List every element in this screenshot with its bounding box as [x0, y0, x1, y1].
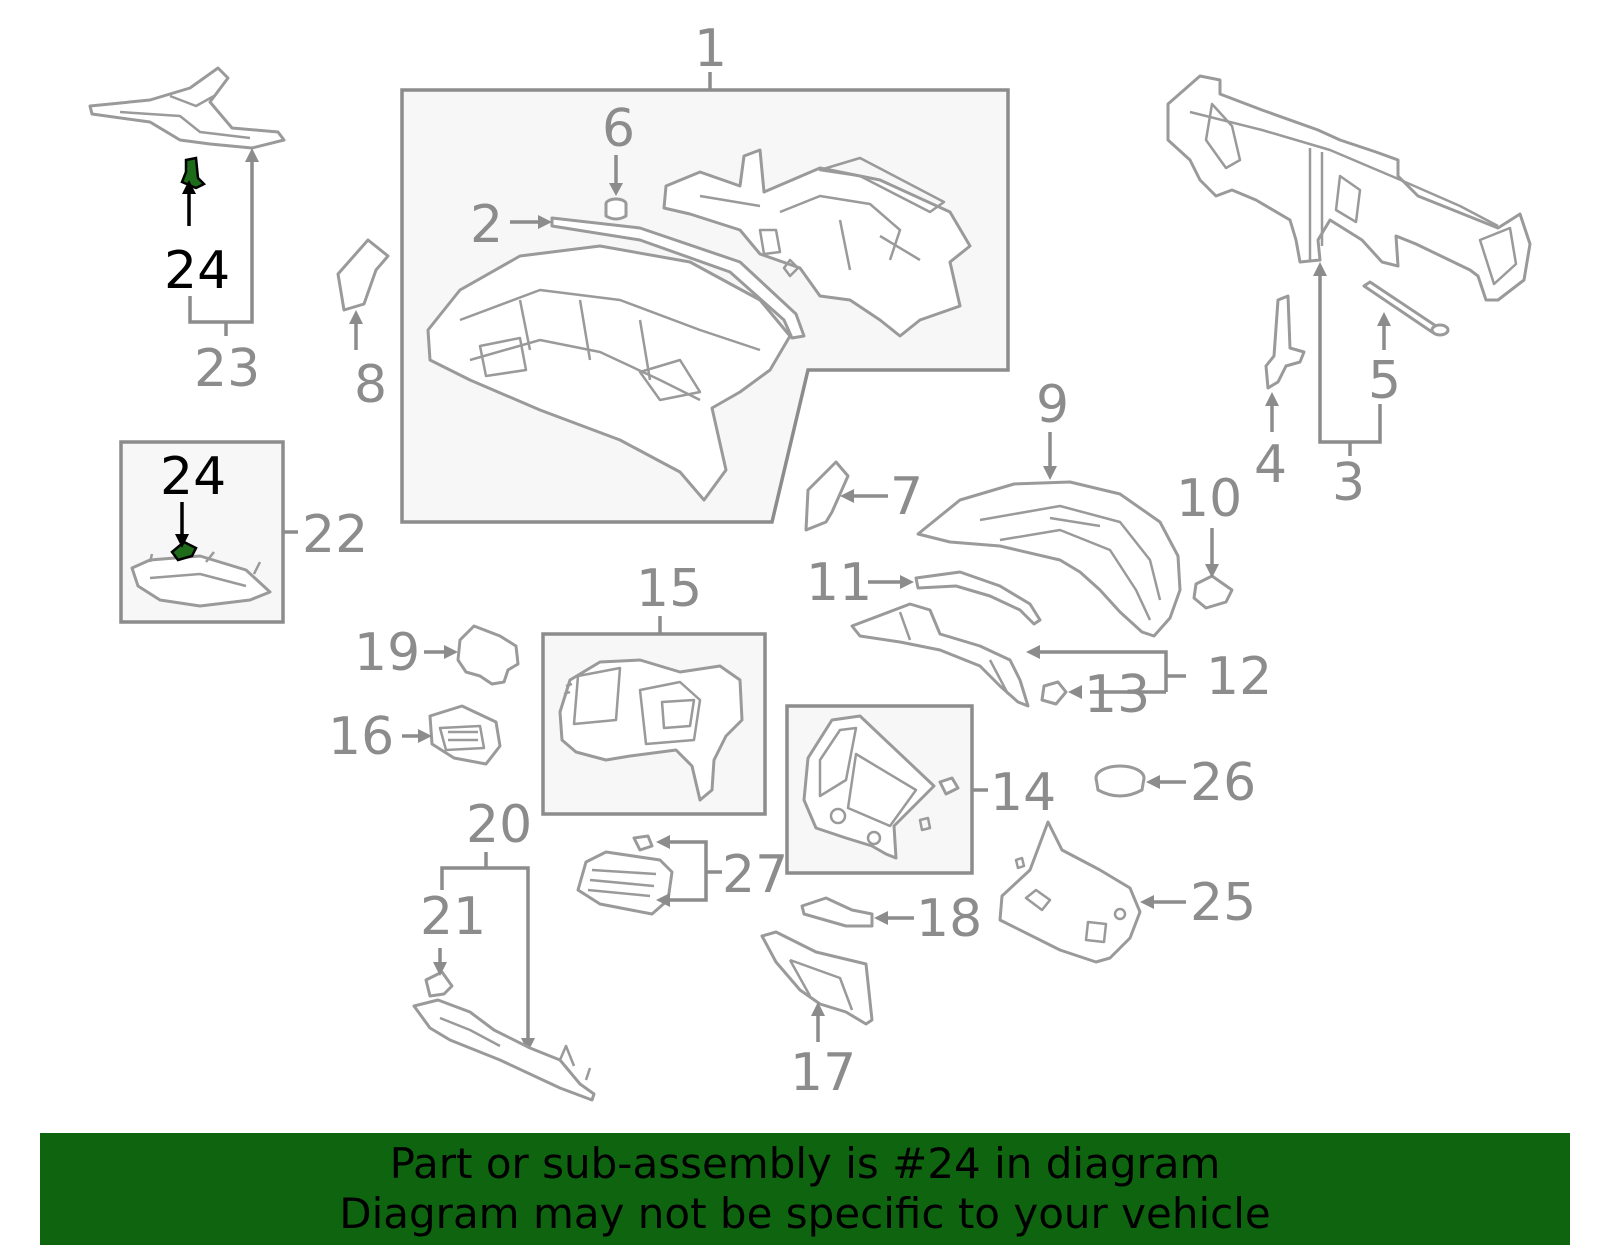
callout-19: 19: [354, 623, 420, 683]
part-13-clip: [1040, 680, 1068, 706]
part-8: [336, 238, 390, 312]
part-16-vent: [428, 704, 502, 766]
leader-19: [424, 645, 458, 659]
part-14-center-panel: [802, 714, 960, 860]
part-25-side-cover: [998, 820, 1142, 964]
callout-27: 27: [722, 845, 788, 905]
part-7: [804, 460, 850, 532]
callout-2: 2: [470, 195, 503, 255]
leader-7: [840, 489, 888, 503]
callout-23: 23: [194, 339, 260, 399]
callout-6: 6: [602, 99, 635, 159]
callout-14: 14: [990, 763, 1056, 823]
part-1-duct: [662, 148, 972, 338]
callout-26: 26: [1190, 753, 1256, 813]
callout-8: 8: [354, 355, 387, 415]
part-27-vent: [576, 834, 674, 916]
banner-line-disclaimer: Diagram may not be specific to your vehi…: [339, 1189, 1271, 1238]
part-15-bezel: [558, 658, 744, 802]
leader-17: [811, 1002, 825, 1042]
leader-2: [510, 215, 552, 229]
callout-15: 15: [636, 559, 702, 619]
part-23-bracket: [88, 66, 286, 150]
callout-18: 18: [916, 889, 982, 949]
callout-11: 11: [806, 553, 872, 613]
part-6-plug: [604, 197, 628, 221]
leader-3: [1313, 262, 1382, 456]
callout-17: 17: [790, 1043, 856, 1103]
callout-4: 4: [1254, 435, 1287, 495]
part-19: [456, 624, 520, 686]
callout-20: 20: [466, 795, 532, 855]
leader-24b: [175, 502, 189, 548]
callout-13: 13: [1084, 665, 1150, 725]
leader-9: [1043, 432, 1057, 480]
callout-21: 21: [420, 887, 486, 947]
leader-10: [1205, 528, 1219, 578]
leader-23: [188, 148, 259, 336]
callout-3: 3: [1332, 453, 1365, 513]
part-5-rod: [1362, 280, 1450, 337]
part-9-hood: [916, 480, 1182, 638]
leader-8: [349, 310, 363, 350]
part-1-dashboard-panel: [426, 244, 792, 502]
leader-18: [874, 911, 914, 925]
leader-4: [1265, 392, 1279, 432]
leader-24a: [182, 180, 196, 226]
callout-5: 5: [1368, 351, 1401, 411]
leader-26: [1146, 775, 1186, 789]
info-banner: Part or sub-assembly is #24 in diagram D…: [40, 1133, 1570, 1245]
leader-25: [1140, 895, 1186, 909]
callout-10: 10: [1176, 469, 1242, 529]
callout-7: 7: [890, 467, 923, 527]
banner-line-part: Part or sub-assembly is #24 in diagram: [389, 1139, 1221, 1188]
leader-27: [656, 835, 722, 907]
callout-22: 22: [302, 505, 368, 565]
leader-12: [1026, 645, 1186, 694]
callout-24-upper: 24: [164, 241, 230, 301]
leader-13: [1068, 685, 1082, 699]
leader-6: [609, 155, 623, 196]
part-24-clip-highlighted[interactable]: [180, 156, 207, 190]
part-17-tray: [760, 930, 874, 1026]
leader-5: [1377, 312, 1391, 350]
part-12-cover: [850, 602, 1030, 708]
leader-21: [433, 948, 447, 976]
part-10: [1192, 574, 1234, 610]
part-18: [800, 896, 874, 928]
callout-12: 12: [1206, 647, 1272, 707]
leader-20: [440, 852, 535, 1052]
part-4-brace: [1264, 294, 1306, 390]
callout-24-lower: 24: [160, 447, 226, 507]
leader-11: [868, 575, 914, 589]
part-20-lower-cover: [412, 998, 596, 1102]
callout-9: 9: [1036, 375, 1069, 435]
part-2-strip: [550, 216, 806, 340]
leader-16: [402, 729, 432, 743]
part-26-cap: [1094, 764, 1146, 798]
part-11-strip: [914, 570, 1042, 626]
callout-1: 1: [694, 19, 727, 79]
part-21-clip: [424, 970, 454, 998]
callout-16: 16: [328, 707, 394, 767]
part-3-cross-member: [1166, 74, 1532, 302]
callout-25: 25: [1190, 873, 1256, 933]
